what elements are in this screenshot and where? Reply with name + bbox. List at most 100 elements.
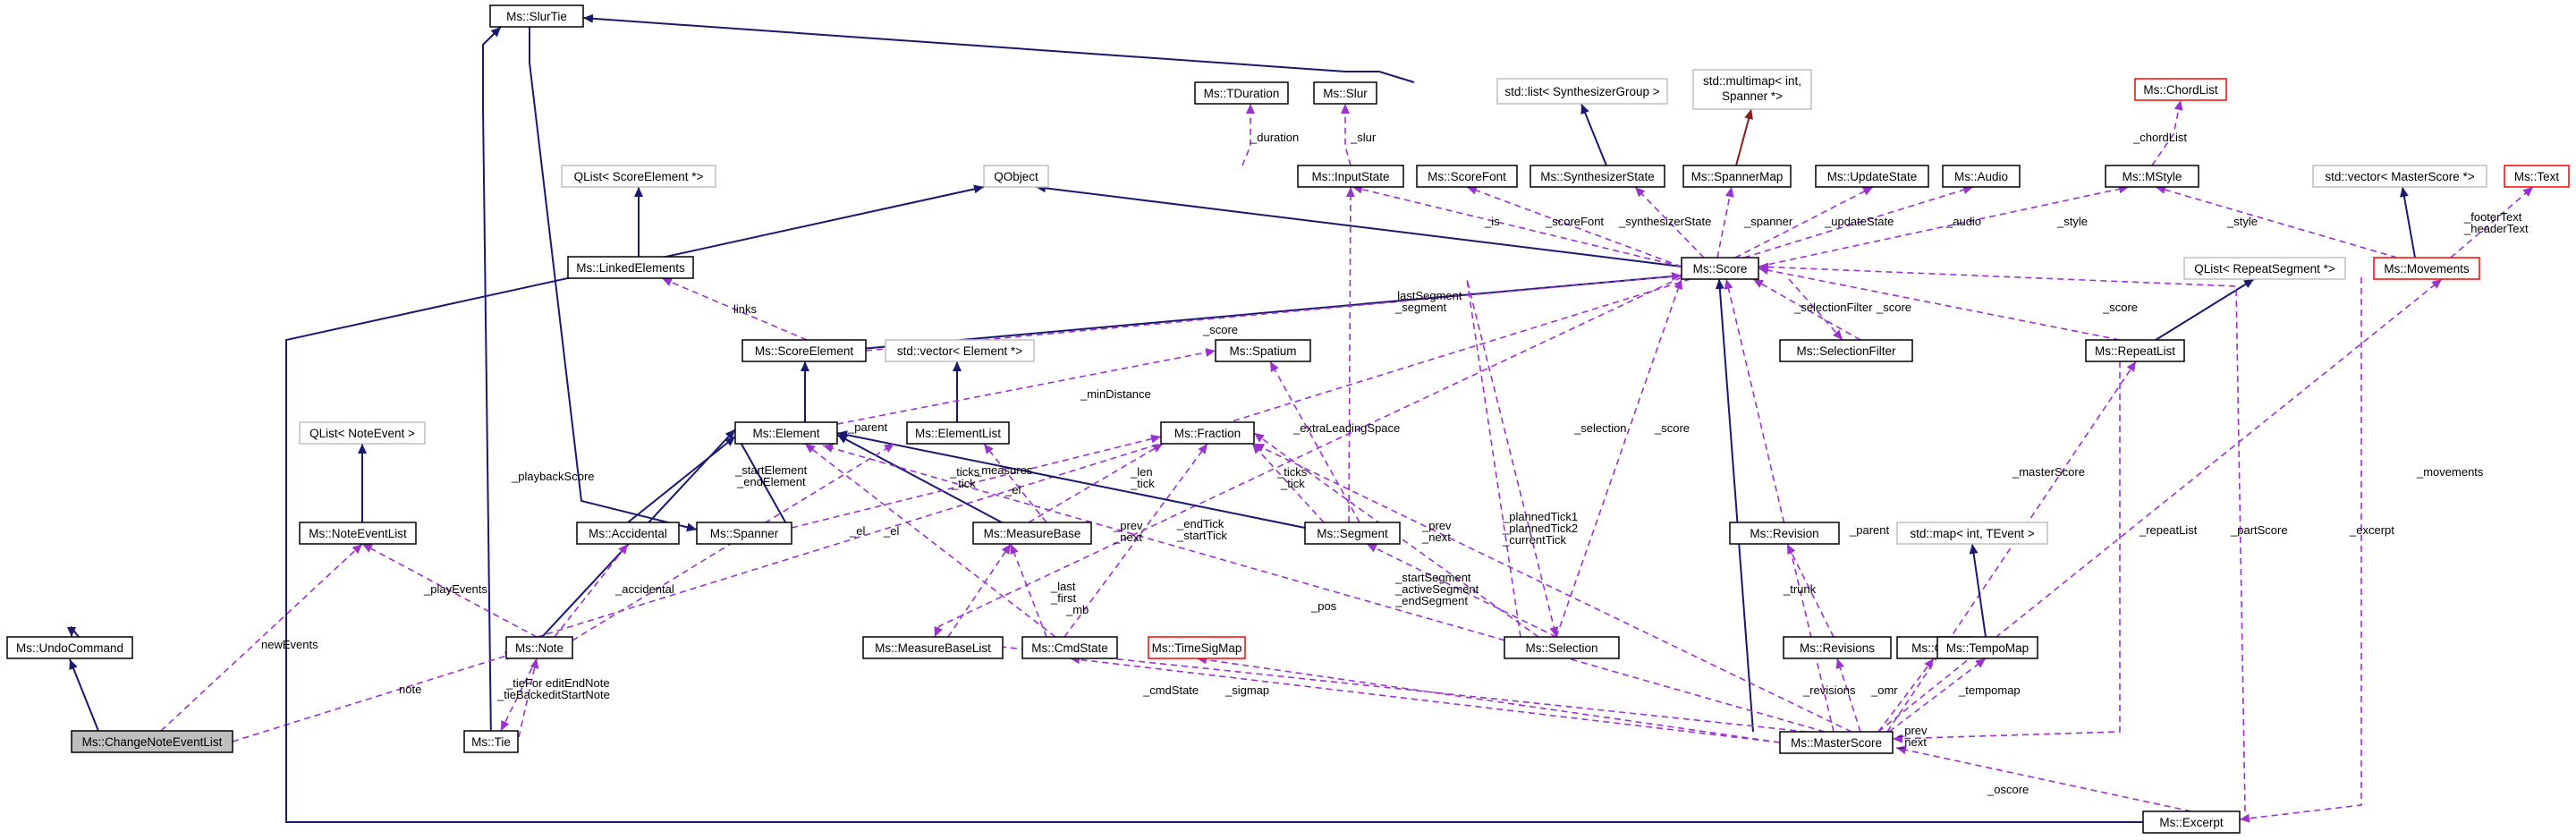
class-node-inputstate[interactable]: Ms::InputState: [1297, 165, 1404, 188]
class-node-measurebase[interactable]: Ms::MeasureBase: [972, 522, 1092, 545]
class-node-box[interactable]: [2504, 165, 2570, 188]
class-node-spatium[interactable]: Ms::Spatium: [1215, 339, 1311, 362]
class-node-audio[interactable]: Ms::Audio: [1942, 165, 2021, 188]
class-node-timesig[interactable]: Ms::TimeSigMap: [1148, 636, 1246, 659]
class-node-box[interactable]: [1681, 257, 1759, 280]
class-node-box[interactable]: [2373, 257, 2480, 280]
class-node-box[interactable]: [6, 636, 133, 659]
class-node-box[interactable]: [1530, 165, 1665, 188]
class-node-box[interactable]: [1692, 69, 1812, 110]
class-node-box[interactable]: [1815, 165, 1929, 188]
class-node-box[interactable]: [2183, 257, 2346, 280]
class-node-box[interactable]: [1416, 165, 1518, 188]
class-node-box[interactable]: [696, 522, 792, 545]
class-node-selfilter[interactable]: Ms::SelectionFilter: [1779, 339, 1913, 362]
class-node-stdvecmaster[interactable]: std::vector< MasterScore *>: [2312, 165, 2487, 188]
class-node-box[interactable]: [1313, 81, 1377, 105]
class-node-scoreelement[interactable]: Ms::ScoreElement: [741, 339, 867, 362]
class-node-box[interactable]: [299, 522, 417, 545]
class-node-box[interactable]: [2134, 78, 2227, 101]
class-node-cmdstate[interactable]: Ms::CmdState: [1021, 636, 1118, 659]
class-node-spanner[interactable]: Ms::Spanner: [696, 522, 792, 545]
class-node-box[interactable]: [2312, 165, 2487, 188]
class-node-box[interactable]: [862, 636, 1004, 659]
class-node-qlistrepeat[interactable]: QList< RepeatSegment *>: [2183, 257, 2346, 280]
class-node-stdvecelem[interactable]: std::vector< Element *>: [885, 339, 1035, 362]
class-node-note[interactable]: Ms::Note: [505, 636, 573, 659]
class-node-box[interactable]: [885, 339, 1035, 362]
class-node-box[interactable]: [1160, 421, 1255, 445]
class-node-label: Ms::Excerpt: [2159, 816, 2224, 829]
class-node-box[interactable]: [463, 730, 519, 753]
class-node-box[interactable]: [2085, 339, 2185, 362]
class-node-box[interactable]: [1896, 522, 2048, 545]
class-node-movements[interactable]: Ms::Movements: [2373, 257, 2480, 280]
class-node-box[interactable]: [2105, 165, 2199, 188]
class-node-spannermap[interactable]: Ms::SpannerMap: [1682, 165, 1792, 188]
class-node-box[interactable]: [983, 165, 1049, 188]
class-node-chordlist[interactable]: Ms::ChordList: [2134, 78, 2227, 101]
class-node-box[interactable]: [1729, 522, 1840, 545]
class-node-undo[interactable]: Ms::UndoCommand: [6, 636, 133, 659]
class-node-box[interactable]: [489, 4, 584, 28]
class-node-slur[interactable]: Ms::Slur: [1313, 81, 1377, 105]
class-node-box[interactable]: [1783, 636, 1892, 659]
class-node-box[interactable]: [1496, 78, 1668, 105]
class-node-box[interactable]: [972, 522, 1092, 545]
class-node-synthstate[interactable]: Ms::SynthesizerState: [1530, 165, 1665, 188]
class-node-updatestate[interactable]: Ms::UpdateState: [1815, 165, 1929, 188]
class-node-scorefont[interactable]: Ms::ScoreFont: [1416, 165, 1518, 188]
class-node-box[interactable]: [1504, 636, 1620, 659]
class-node-qobject[interactable]: QObject: [983, 165, 1049, 188]
class-node-masterscore[interactable]: Ms::MasterScore: [1779, 731, 1894, 754]
class-node-box[interactable]: [71, 730, 233, 753]
class-node-fraction[interactable]: Ms::Fraction: [1160, 421, 1255, 445]
class-node-accidental[interactable]: Ms::Accidental: [576, 522, 680, 545]
class-node-box[interactable]: [734, 421, 838, 445]
class-node-box[interactable]: [561, 165, 716, 188]
class-node-box[interactable]: [1779, 339, 1913, 362]
class-node-mstyle[interactable]: Ms::MStyle: [2105, 165, 2199, 188]
class-node-segment[interactable]: Ms::Segment: [1304, 522, 1401, 545]
class-node-stdlistsynth[interactable]: std::list< SynthesizerGroup >: [1496, 78, 1668, 105]
class-node-change[interactable]: Ms::ChangeNoteEventList: [71, 730, 233, 753]
class-node-repeatlist[interactable]: Ms::RepeatList: [2085, 339, 2185, 362]
class-node-box[interactable]: [2142, 810, 2241, 834]
edge-label: _prev: [1897, 724, 1928, 737]
class-node-linked[interactable]: Ms::LinkedElements: [567, 256, 694, 279]
class-node-revisions[interactable]: Ms::Revisions: [1783, 636, 1892, 659]
class-node-box[interactable]: [741, 339, 867, 362]
class-node-tie[interactable]: Ms::Tie: [463, 730, 519, 753]
class-node-box[interactable]: [576, 522, 680, 545]
class-node-revision[interactable]: Ms::Revision: [1729, 522, 1840, 545]
class-node-stdmaptempo[interactable]: std::map< int, TEvent >: [1896, 522, 2048, 545]
class-node-box[interactable]: [1021, 636, 1118, 659]
class-node-box[interactable]: [505, 636, 573, 659]
class-node-box[interactable]: [1148, 636, 1246, 659]
class-node-box[interactable]: [906, 421, 1010, 445]
class-node-box[interactable]: [567, 256, 694, 279]
class-node-box[interactable]: [1194, 81, 1289, 105]
class-node-slurtie[interactable]: Ms::SlurTie: [489, 4, 584, 28]
class-node-element[interactable]: Ms::Element: [734, 421, 838, 445]
class-node-box[interactable]: [1215, 339, 1311, 362]
class-node-box[interactable]: [1936, 636, 2038, 659]
class-node-box[interactable]: [1297, 165, 1404, 188]
class-node-box[interactable]: [1682, 165, 1792, 188]
class-node-box[interactable]: [299, 421, 426, 445]
class-node-mblist[interactable]: Ms::MeasureBaseList: [862, 636, 1004, 659]
class-node-box[interactable]: [1304, 522, 1401, 545]
class-node-box[interactable]: [1942, 165, 2021, 188]
class-node-tduration[interactable]: Ms::TDuration: [1194, 81, 1289, 105]
class-node-excerpt[interactable]: Ms::Excerpt: [2142, 810, 2241, 834]
class-node-qlistnote[interactable]: QList< NoteEvent >: [299, 421, 426, 445]
class-node-qlistscore[interactable]: QList< ScoreElement *>: [561, 165, 716, 188]
class-node-box[interactable]: [1779, 731, 1894, 754]
class-node-selection[interactable]: Ms::Selection: [1504, 636, 1620, 659]
class-node-tempomap[interactable]: Ms::TempoMap: [1936, 636, 2038, 659]
class-node-text[interactable]: Ms::Text: [2504, 165, 2570, 188]
class-node-noteevent[interactable]: Ms::NoteEventList: [299, 522, 417, 545]
class-node-score[interactable]: Ms::Score: [1681, 257, 1759, 280]
class-node-elementlist[interactable]: Ms::ElementList: [906, 421, 1010, 445]
class-node-multimap[interactable]: std::multimap< int,Spanner *>: [1692, 69, 1812, 110]
